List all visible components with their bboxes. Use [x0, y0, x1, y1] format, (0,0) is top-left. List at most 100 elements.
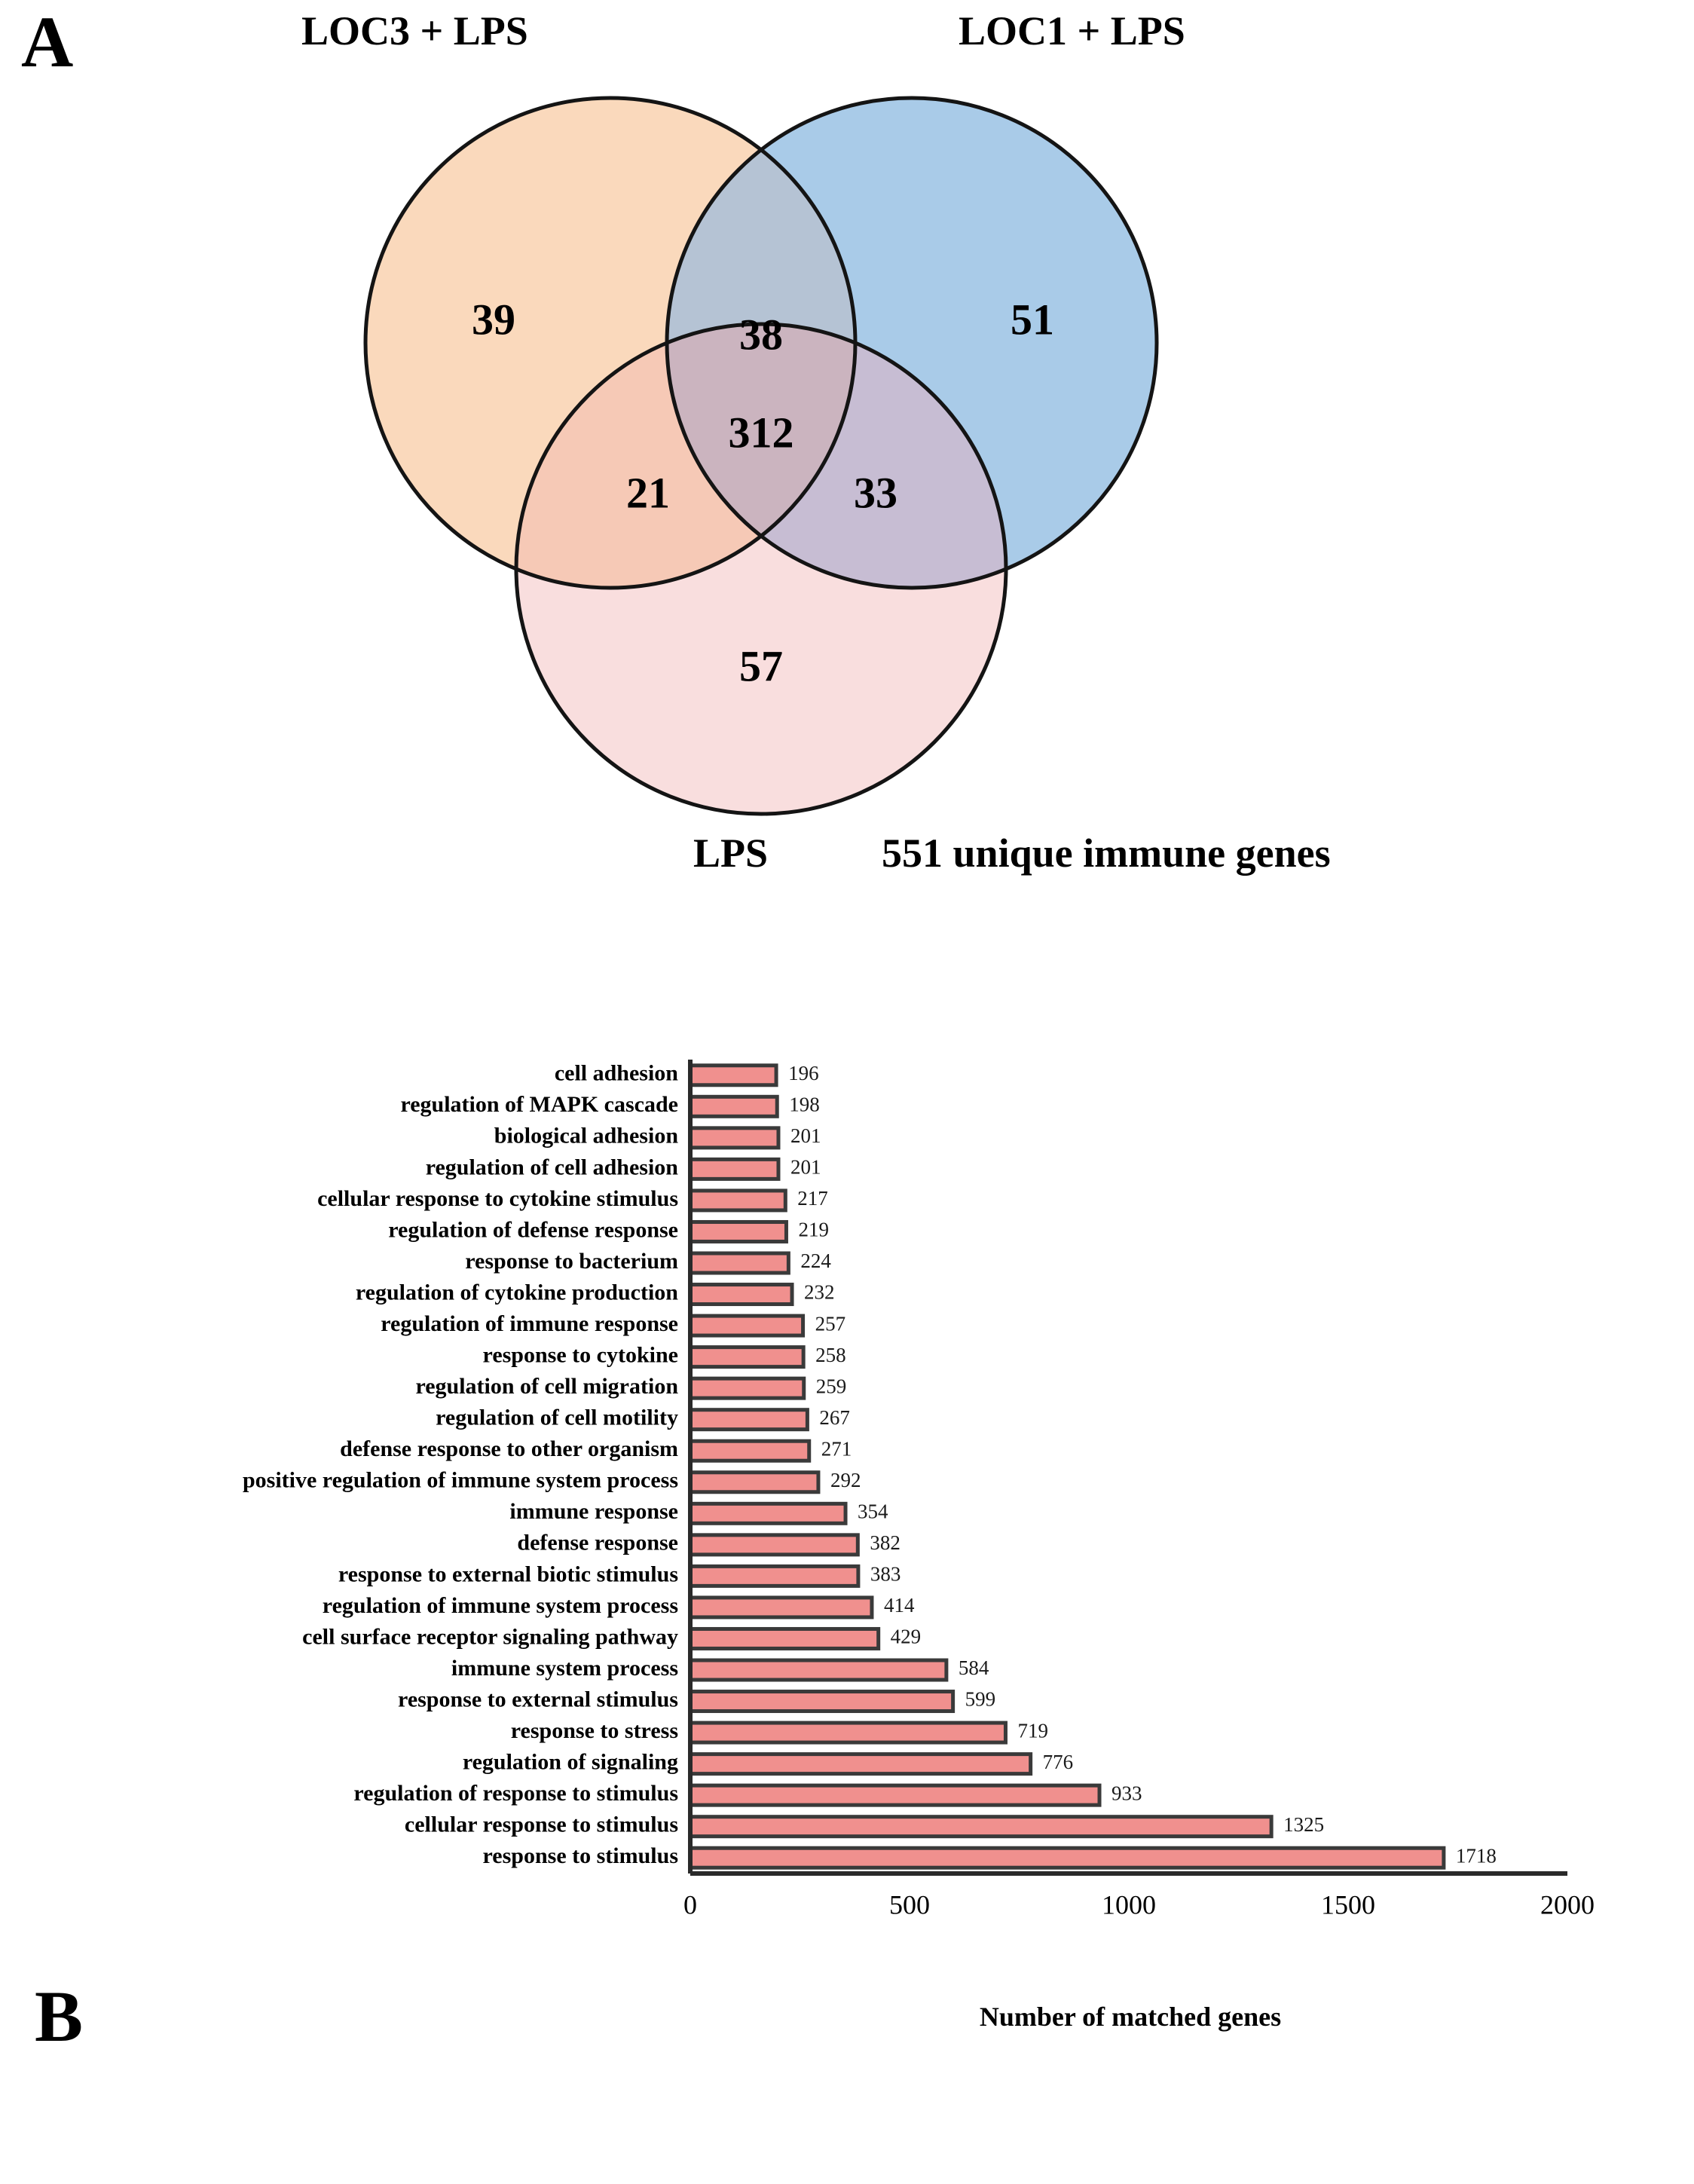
bar — [688, 1721, 1008, 1745]
bar — [688, 1376, 806, 1400]
category-label: regulation of response to stimulus — [353, 1781, 678, 1806]
bar-value-label: 933 — [1111, 1782, 1142, 1804]
value-labels-layer: 1961982012012172192242322572582592672712… — [788, 1062, 1497, 1867]
category-label: biological adhesion — [494, 1124, 679, 1149]
category-label: cellular response to cytokine stimulus — [317, 1186, 678, 1211]
x-tick-label: 500 — [889, 1890, 930, 1920]
bar — [688, 1408, 809, 1432]
category-labels-layer: cell adhesion regulation of MAPK cascade b… — [243, 1061, 678, 1868]
venn-count-loc3-lps: 21 — [626, 468, 670, 517]
venn-count-all-three: 312 — [729, 408, 794, 457]
bar-value-label: 584 — [959, 1656, 989, 1679]
bar — [688, 1690, 956, 1714]
venn-count-loc3-loc1: 38 — [739, 310, 783, 359]
bar-value-label: 196 — [788, 1062, 819, 1084]
category-label: positive regulation of immune system pro… — [243, 1468, 678, 1493]
bar — [688, 1063, 778, 1087]
category-label: regulation of cell adhesion — [426, 1155, 679, 1179]
bar-value-label: 267 — [819, 1406, 850, 1429]
category-label: regulation of immune response — [381, 1311, 678, 1336]
bar-value-label: 217 — [797, 1187, 828, 1210]
bar — [688, 1783, 1102, 1807]
x-tick-label: 1500 — [1321, 1890, 1375, 1920]
bar-value-label: 354 — [858, 1500, 888, 1523]
bar — [688, 1219, 788, 1243]
category-label: response to cytokine — [483, 1343, 678, 1368]
category-label: immune system process — [451, 1656, 678, 1681]
venn-caption: 551 unique immune genes — [882, 830, 1331, 876]
bar-value-label: 292 — [830, 1469, 861, 1491]
bar — [688, 1533, 860, 1557]
venn-count-lps-only: 57 — [739, 641, 783, 690]
category-label: response to external stimulus — [398, 1687, 678, 1711]
category-label: immune response — [509, 1499, 678, 1524]
category-label: regulation of MAPK cascade — [400, 1092, 678, 1117]
bar-value-label: 1325 — [1283, 1813, 1324, 1836]
bar — [688, 1564, 861, 1588]
category-label: response to external biotic stimulus — [338, 1562, 678, 1586]
bar — [688, 1126, 781, 1150]
venn-count-loc1-only: 51 — [1011, 295, 1054, 344]
bar-value-label: 271 — [821, 1437, 852, 1460]
bar — [688, 1283, 794, 1307]
bar — [688, 1345, 806, 1369]
bar — [688, 1251, 790, 1275]
panel-a-label: A — [21, 2, 74, 82]
venn-count-loc1-lps: 33 — [854, 468, 897, 517]
bar-value-label: 599 — [965, 1688, 996, 1711]
bar-value-label: 719 — [1017, 1719, 1048, 1742]
category-label: regulation of signaling — [463, 1750, 678, 1775]
bar — [688, 1157, 781, 1181]
bar-value-label: 201 — [790, 1124, 821, 1147]
category-label: response to bacterium — [465, 1249, 678, 1274]
bar-value-label: 257 — [815, 1312, 846, 1335]
bar-value-label: 232 — [804, 1281, 835, 1304]
bar — [688, 1752, 1033, 1776]
bar-value-label: 224 — [800, 1250, 831, 1272]
bar — [688, 1314, 806, 1338]
category-label: cell adhesion — [555, 1061, 678, 1086]
bar — [688, 1846, 1446, 1870]
x-axis-title: Number of matched genes — [980, 2002, 1281, 2032]
panel-b-label: B — [35, 1976, 84, 2057]
category-label: regulation of cell migration — [415, 1374, 678, 1399]
category-label: regulation of immune system process — [323, 1593, 678, 1618]
category-label: regulation of cytokine production — [356, 1280, 678, 1305]
bar-value-label: 414 — [884, 1594, 915, 1617]
category-label: response to stimulus — [483, 1843, 678, 1868]
bar — [688, 1501, 848, 1525]
bar — [688, 1658, 949, 1682]
bar-value-label: 383 — [870, 1563, 901, 1586]
category-label: defense response to other organism — [340, 1436, 678, 1461]
venn-set-label-loc1: LOC1 + LPS — [959, 8, 1185, 54]
venn-outline-lps — [514, 322, 1008, 816]
bar-value-label: 198 — [789, 1094, 820, 1116]
venn-set-label-lps: LPS — [693, 830, 769, 876]
panel-b-bar-chart: B cell adhesion regulation of MAPK cascad… — [0, 980, 1694, 2184]
bar-value-label: 201 — [790, 1156, 821, 1179]
venn-diagram: 39 38 51 21 312 33 57 — [363, 96, 1159, 816]
bar-value-label: 258 — [815, 1344, 846, 1366]
bars-layer — [688, 1063, 1446, 1870]
x-tick-labels: 0 500 1000 1500 2000 — [683, 1890, 1595, 1920]
x-tick-label: 0 — [683, 1890, 697, 1920]
category-label: cell surface receptor signaling pathway — [302, 1624, 678, 1649]
category-label: regulation of defense response — [388, 1217, 678, 1242]
bar-value-label: 382 — [870, 1531, 901, 1554]
venn-count-loc3-only: 39 — [472, 295, 515, 344]
bar — [688, 1815, 1274, 1839]
category-label: cellular response to stimulus — [405, 1812, 678, 1837]
venn-set-label-loc3: LOC3 + LPS — [301, 8, 528, 54]
bar-value-label: 776 — [1043, 1751, 1074, 1773]
category-label: response to stress — [511, 1718, 678, 1743]
category-label: defense response — [517, 1531, 678, 1555]
bar — [688, 1626, 881, 1650]
bar — [688, 1470, 821, 1494]
bar — [688, 1094, 779, 1118]
category-label: regulation of cell motility — [436, 1406, 678, 1430]
x-tick-label: 1000 — [1102, 1890, 1156, 1920]
x-tick-label: 2000 — [1540, 1890, 1595, 1920]
bar — [688, 1439, 812, 1463]
bar-value-label: 1718 — [1456, 1844, 1497, 1867]
bar-value-label: 219 — [798, 1219, 829, 1241]
